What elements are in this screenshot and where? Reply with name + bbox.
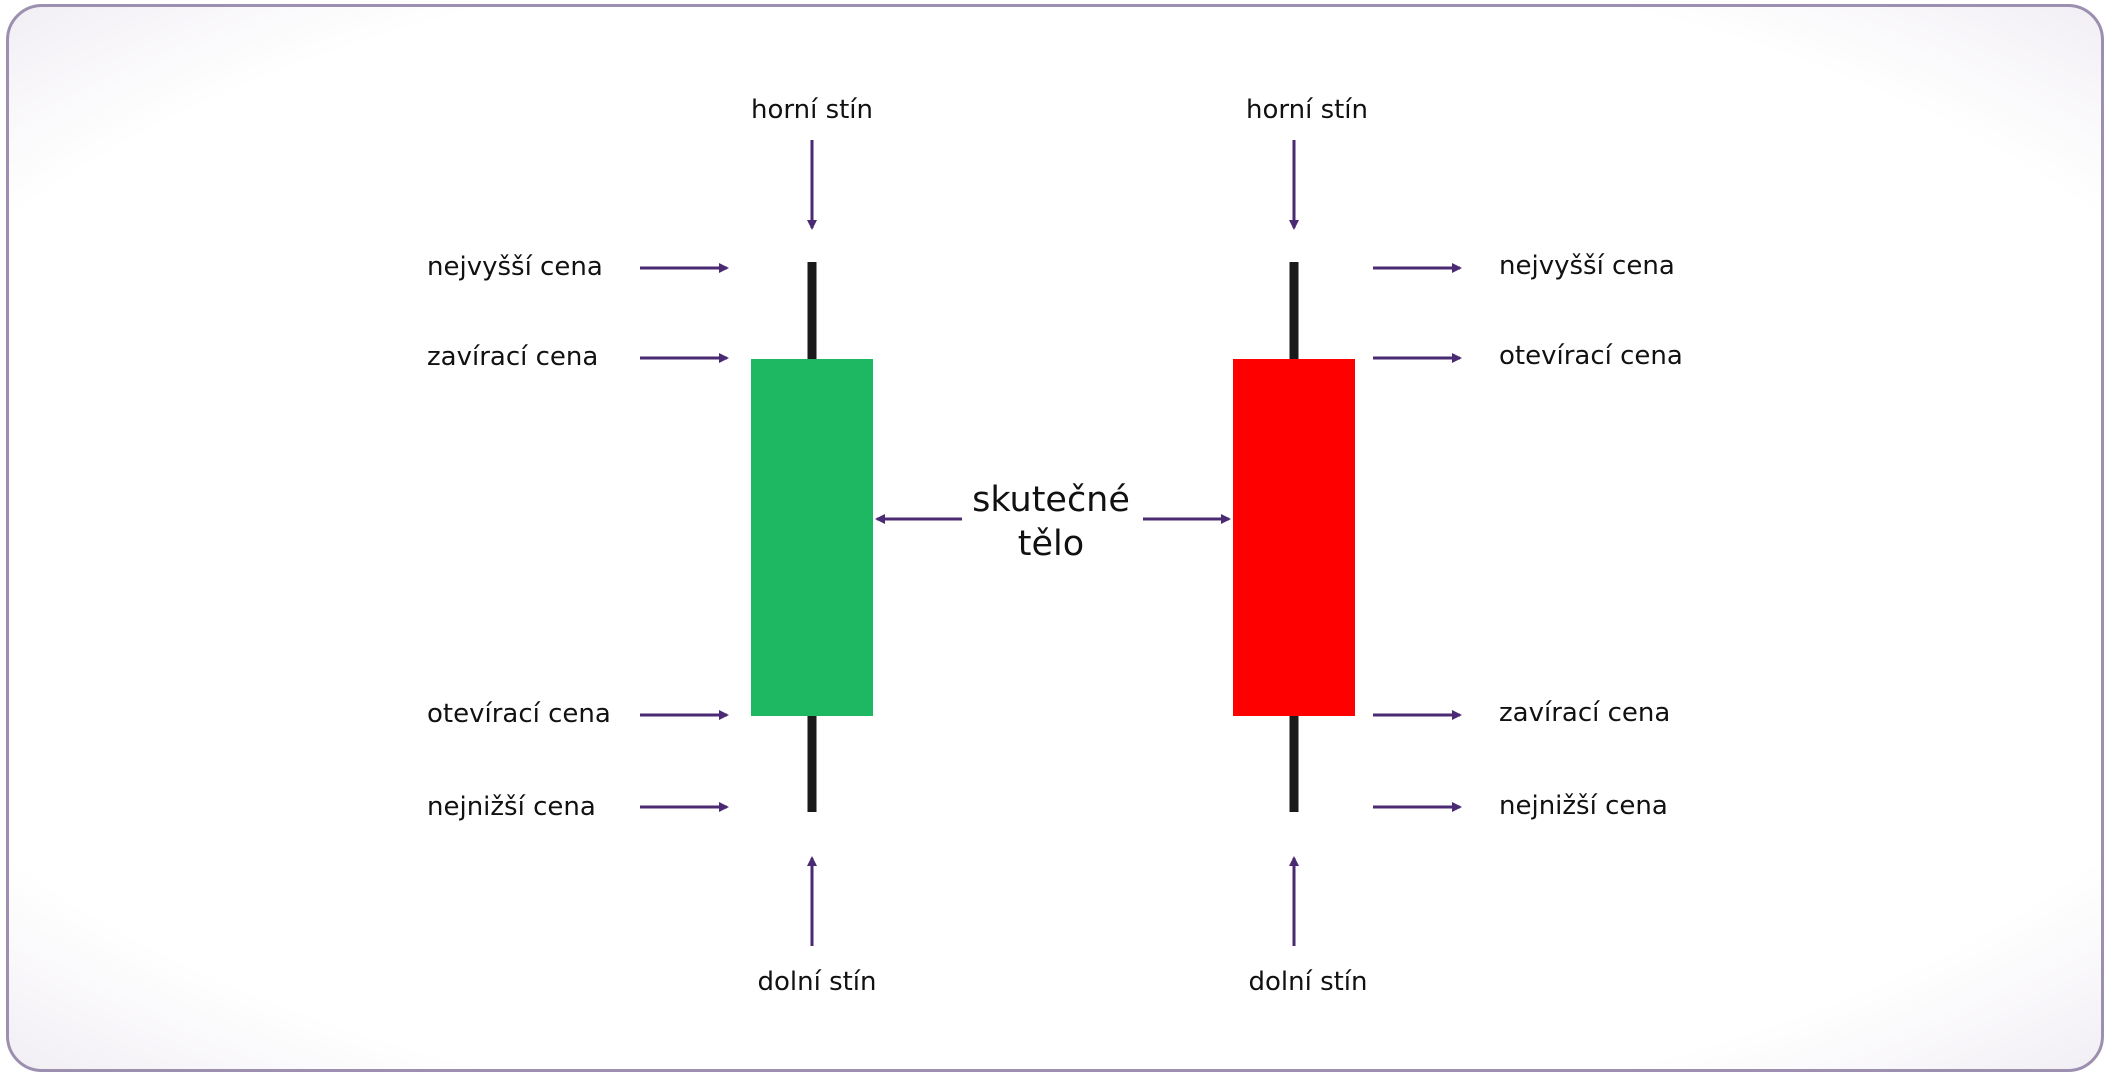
left-close-label: zavírací cena <box>427 342 598 372</box>
labels: horní stín horní stín dolní stín dolní s… <box>427 95 1683 997</box>
left-high-label: nejvyšší cena <box>427 252 603 282</box>
bearish-candle <box>1233 262 1355 812</box>
left-lower-shadow-label: dolní stín <box>757 967 876 997</box>
left-low-label: nejnižší cena <box>427 792 596 822</box>
right-upper-shadow-label: horní stín <box>1246 95 1368 125</box>
real-body-label-line1: skutečné <box>972 480 1130 520</box>
bullish-candle <box>751 262 873 812</box>
diagram-frame <box>6 4 2104 1072</box>
bearish-candle-body <box>1233 359 1355 716</box>
right-lower-shadow-label: dolní stín <box>1248 967 1367 997</box>
right-open-label: otevírací cena <box>1499 341 1683 371</box>
left-open-label: otevírací cena <box>427 699 611 729</box>
arrows <box>640 140 1462 946</box>
right-high-label: nejvyšší cena <box>1499 251 1675 281</box>
right-low-label: nejnižší cena <box>1499 791 1668 821</box>
bullish-candle-body <box>751 359 873 716</box>
right-close-label: zavírací cena <box>1499 698 1670 728</box>
real-body-label-line2: tělo <box>1018 524 1084 564</box>
left-upper-shadow-label: horní stín <box>751 95 873 125</box>
